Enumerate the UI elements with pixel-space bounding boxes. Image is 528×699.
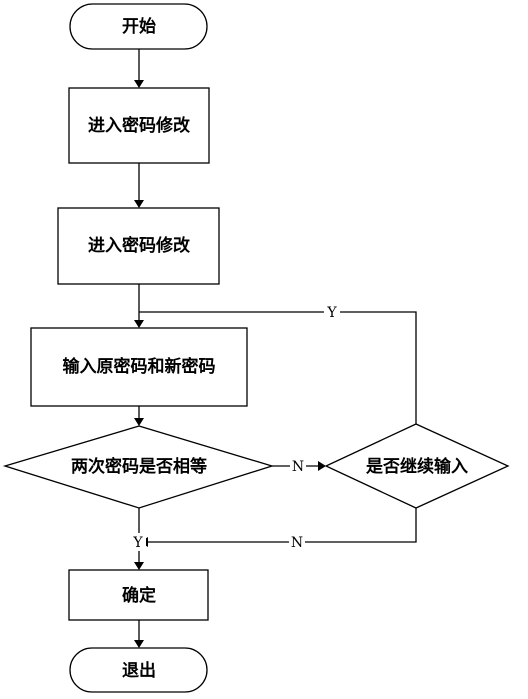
edge-label-continue-no: N (291, 535, 303, 551)
edge-label-compare-no: N (292, 459, 304, 475)
node-step2-label: 进入密码修改 (88, 235, 191, 256)
node-start-label: 开始 (122, 16, 156, 37)
node-exit-label: 退出 (122, 660, 156, 681)
node-continue: 是否继续输入 (324, 423, 510, 509)
node-step1: 进入密码修改 (68, 87, 210, 164)
edge-label-continue-yes: Y (326, 305, 337, 321)
node-start: 开始 (69, 3, 208, 50)
node-input-label: 输入原密码和新密码 (63, 356, 216, 377)
edge-label-compare-yes: Y (132, 535, 143, 551)
node-step1-label: 进入密码修改 (88, 115, 191, 136)
node-confirm: 确定 (68, 569, 209, 621)
node-input: 输入原密码和新密码 (30, 327, 248, 407)
node-continue-label: 是否继续输入 (366, 456, 468, 477)
node-step2: 进入密码修改 (57, 207, 220, 285)
node-compare-label: 两次密码是否相等 (71, 456, 207, 477)
node-confirm-label: 确定 (122, 585, 156, 606)
node-compare: 两次密码是否相等 (2, 425, 275, 509)
node-exit: 退出 (69, 647, 208, 693)
edge-labels: Y N N Y (130, 303, 340, 551)
